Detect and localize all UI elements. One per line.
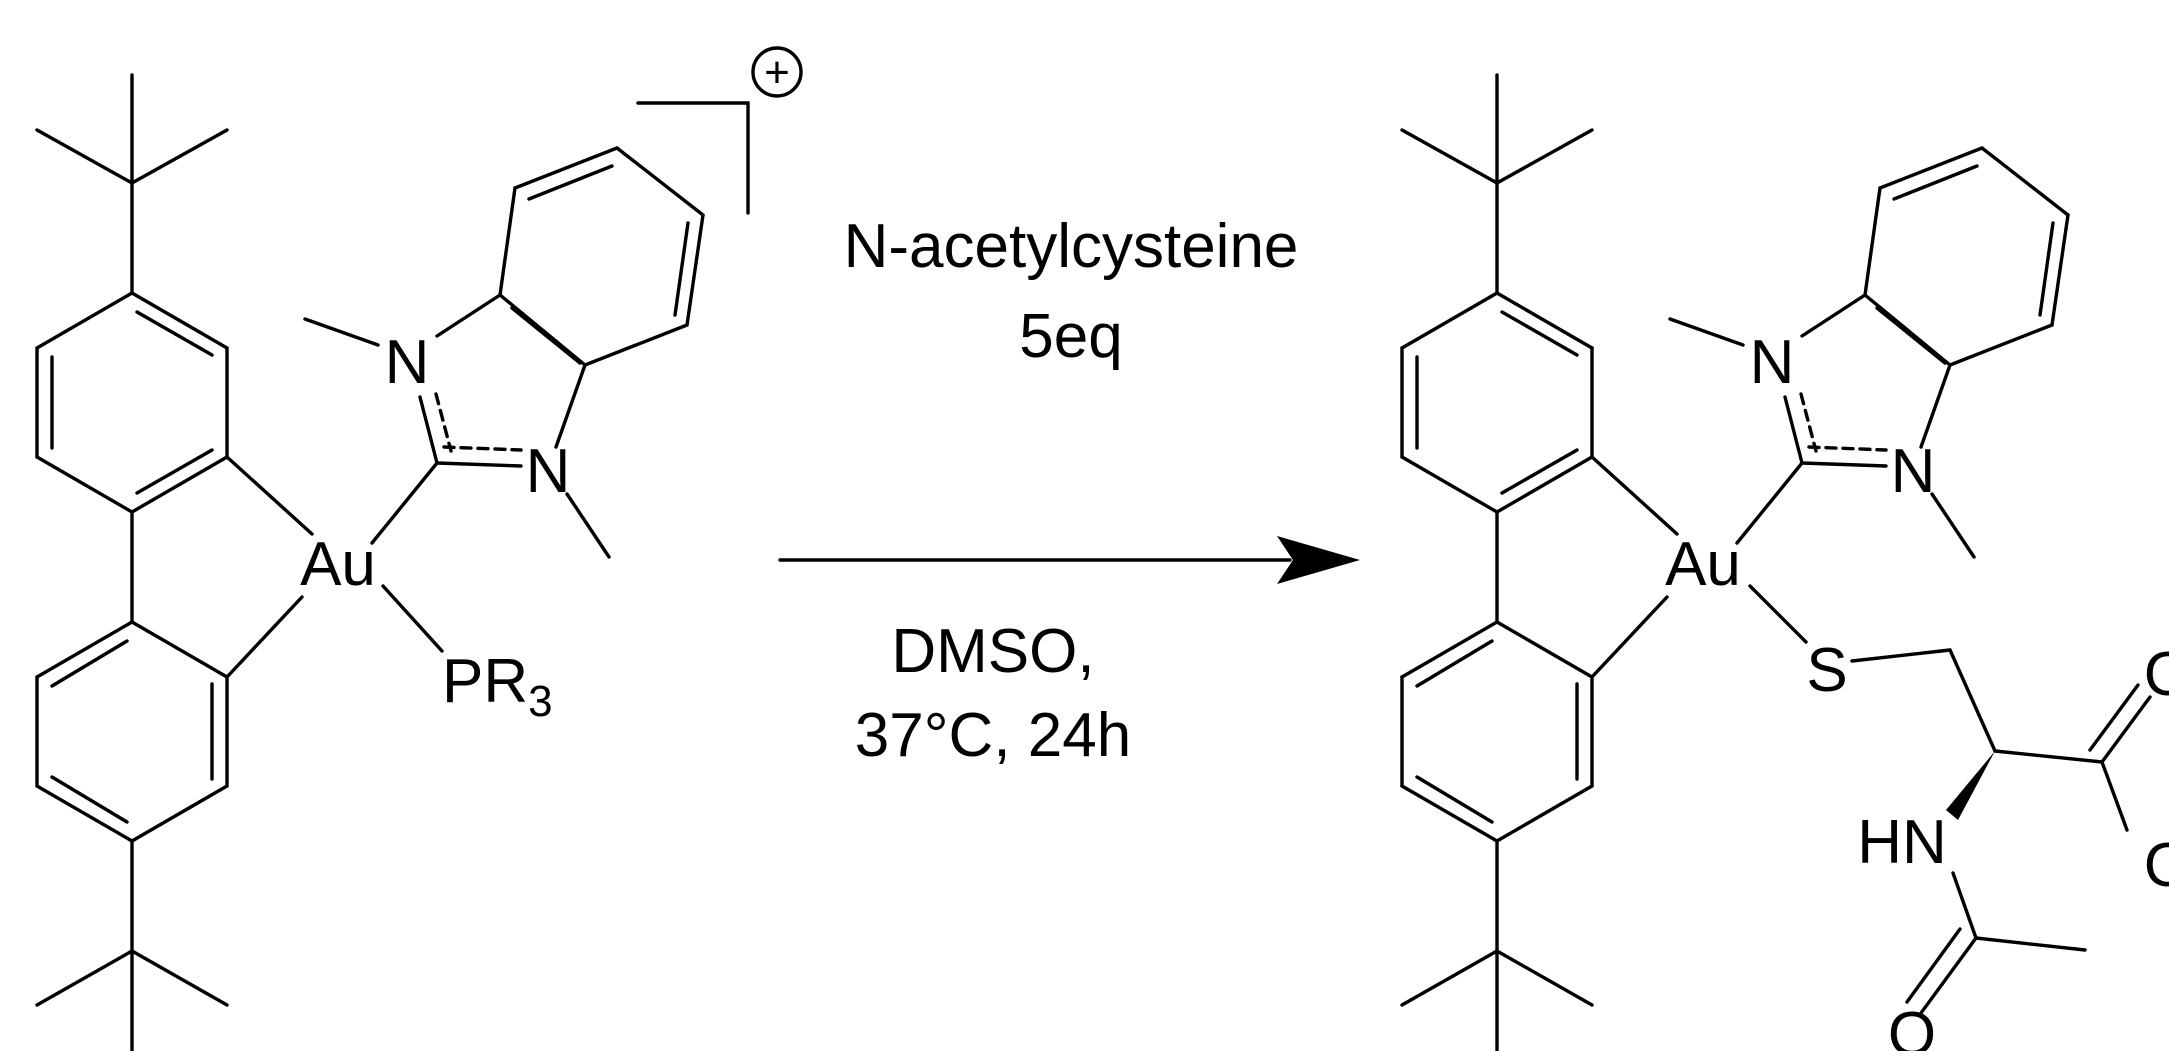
reactant-tert-butyl-bottom <box>35 839 229 1051</box>
reactant-phosphine-pr: PR <box>442 647 528 716</box>
temperature-time: 37°C, 24h <box>855 701 1131 770</box>
reactant-au-phosphine-bond <box>381 584 444 653</box>
product-tert-butyl-top <box>1400 73 1594 295</box>
reaction-conditions: N-acetylcysteine 5eq DMSO, 37°C, 24h <box>778 212 1360 770</box>
product-acid-oxygen-top: O <box>2144 640 2169 709</box>
product-nitrogen-right: N <box>1891 437 1936 506</box>
reactant-molecule: + Au N N PR3 <box>35 46 803 1051</box>
reactant-upper-aryl-ring <box>35 291 229 514</box>
product-au-carbene-bond <box>1735 461 1804 545</box>
reactant-au-carbene-bond <box>370 461 439 545</box>
reactant-charge-symbol: + <box>764 48 790 97</box>
reactant-charge-bracket: + <box>636 46 803 215</box>
reagent-name: N-acetylcysteine <box>844 212 1299 281</box>
reactant-phosphine-label: PR3 <box>442 647 553 726</box>
reactant-phosphine-subscript: 3 <box>528 677 552 726</box>
reactant-lower-aryl-ring <box>35 620 229 843</box>
product-acid-oxygen-bottom: O <box>2144 831 2169 900</box>
product-sulfur-atom: S <box>1806 636 1847 705</box>
product-au-aryl-bond-upper <box>1590 455 1679 536</box>
product-molecule: Au N N S HN O O O <box>1400 73 2169 1051</box>
reactant-au-aryl-bond-upper <box>225 455 314 536</box>
product-upper-aryl-ring <box>1400 291 1594 514</box>
product-lower-aryl-ring <box>1400 620 1594 843</box>
reactant-gold-atom: Au <box>300 530 376 599</box>
product-nitrogen-top: N <box>1750 328 1795 397</box>
product-stereo-wedge-bond <box>1946 751 1995 820</box>
product-au-aryl-bond-lower <box>1590 595 1669 679</box>
reagent-equivalents: 5eq <box>1019 302 1122 371</box>
reaction-arrow-head <box>1277 536 1360 584</box>
product-acetylcysteine-ligand <box>1850 648 2152 1015</box>
product-amide-oxygen: O <box>1888 1000 1936 1051</box>
product-gold-atom: Au <box>1665 530 1741 599</box>
product-benzimidazolylidene <box>1668 146 2070 559</box>
reactant-nitrogen-right: N <box>526 437 571 506</box>
reactant-tert-butyl-top <box>35 73 229 295</box>
reactant-benzimidazolylidene <box>303 146 705 559</box>
product-tert-butyl-bottom <box>1400 839 1594 1051</box>
product-amide-nh: HN <box>1857 808 1947 877</box>
solvent: DMSO, <box>891 617 1094 686</box>
reactant-nitrogen-top: N <box>385 328 430 397</box>
product-au-sulfur-bond <box>1748 584 1808 644</box>
reactant-au-aryl-bond-lower <box>225 595 304 679</box>
